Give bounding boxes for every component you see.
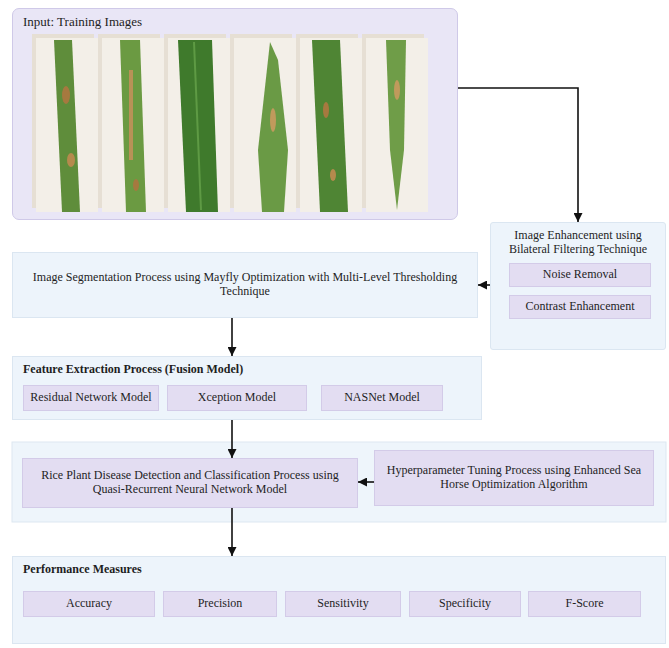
process-panel: Image Segmentation Process using Mayfly … [12, 252, 478, 318]
leaf-streak [129, 70, 133, 160]
box-label: Sensitivity [317, 597, 368, 611]
leaf-image [296, 34, 362, 212]
leaf-spot [62, 86, 70, 104]
box-label: Accuracy [66, 597, 112, 611]
box-label: Residual Network Model [30, 391, 151, 405]
box-label: Contrast Enhancement [526, 300, 635, 314]
arrow-connector [478, 284, 490, 286]
leaf [386, 40, 406, 210]
leaf-spot [270, 108, 276, 132]
leaf-spot [323, 102, 329, 118]
image-back [164, 34, 226, 208]
leaf-spot [330, 169, 336, 181]
process-box: Hyperparameter Tuning Process using Enha… [374, 450, 654, 506]
panel-heading: Performance Measures [23, 563, 655, 577]
input-panel: Input: Training Images [12, 8, 458, 220]
metric-box: Sensitivity [285, 591, 401, 617]
arrow-connector [231, 318, 233, 356]
leaf-image [98, 34, 164, 212]
process-panel: Feature Extraction Process (Fusion Model… [12, 356, 482, 420]
box-label: NASNet Model [344, 391, 420, 405]
process-box: Noise Removal [509, 263, 651, 287]
leaf-image [164, 34, 230, 212]
image-back [98, 34, 160, 208]
image-back [32, 34, 94, 208]
box-label: F-Score [566, 597, 604, 611]
arrow-connector [458, 88, 578, 222]
image-back [296, 34, 358, 208]
image-frame [366, 38, 428, 212]
box-label: Image Segmentation Process using Mayfly … [19, 271, 471, 299]
leaf [54, 40, 80, 212]
image-frame [300, 38, 362, 212]
arrow-connector [358, 481, 374, 483]
leaf-image [32, 34, 98, 212]
image-frame [36, 38, 98, 212]
leaf [312, 40, 348, 212]
box-label: Rice Plant Disease Detection and Classif… [29, 469, 351, 497]
image-frame [168, 38, 230, 212]
leaf-spot [67, 153, 75, 167]
metric-box: Accuracy [23, 591, 155, 617]
arrow-connector [231, 420, 233, 458]
box-label: Precision [198, 597, 243, 611]
model-box: NASNet Model [321, 385, 443, 411]
leaf [120, 40, 146, 212]
box-label: Specificity [439, 597, 491, 611]
leaf-image [230, 34, 296, 212]
box-label: Xception Model [198, 391, 276, 405]
process-panel: Image Enhancement using Bilateral Filter… [490, 222, 666, 350]
image-frame [102, 38, 164, 212]
model-box: Xception Model [167, 385, 307, 411]
leaf [178, 40, 218, 212]
metric-box: F-Score [528, 591, 641, 617]
leaf-vein [194, 42, 201, 210]
leaf-spot [394, 80, 400, 100]
image-back [230, 34, 292, 208]
panel-heading: Input: Training Images [23, 15, 447, 30]
panel-heading: Feature Extraction Process (Fusion Model… [23, 363, 471, 377]
process-panel: Performance MeasuresAccuracy Precision Sen… [12, 556, 666, 644]
process-box: Rice Plant Disease Detection and Classif… [22, 458, 358, 508]
leaf [258, 42, 288, 212]
box-label: Hyperparameter Tuning Process using Enha… [381, 464, 647, 492]
image-back [362, 34, 424, 208]
box-label: Noise Removal [543, 268, 617, 282]
panel-heading: Image Enhancement using Bilateral Filter… [501, 229, 655, 257]
model-box: Residual Network Model [23, 385, 159, 411]
metric-box: Precision [163, 591, 277, 617]
leaf-spot [133, 179, 139, 191]
image-frame [234, 38, 296, 212]
arrow-connector [231, 508, 233, 556]
metric-box: Specificity [409, 591, 521, 617]
leaf-image [362, 34, 428, 212]
detection-band [12, 442, 666, 522]
process-box: Contrast Enhancement [509, 295, 651, 319]
